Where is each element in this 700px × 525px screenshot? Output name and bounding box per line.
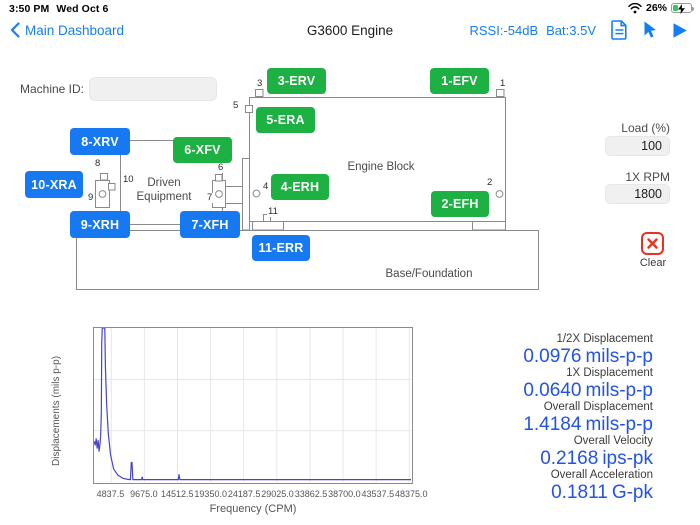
point-marker-2: 2: [486, 177, 494, 188]
point-button-5-era[interactable]: 5-ERA: [256, 107, 315, 133]
measurement-label: 1X Displacement: [566, 367, 653, 379]
measurement-label: 1/2X Displacement: [556, 333, 653, 345]
point-button-1-efv[interactable]: 1-EFV: [430, 68, 489, 94]
x-tick-label: 14512.5: [161, 489, 194, 499]
point-button-3-erv[interactable]: 3-ERV: [267, 68, 326, 94]
back-button-label: Main Dashboard: [25, 22, 125, 38]
clear-button-label: Clear: [639, 257, 667, 269]
charging-bolt-icon: [678, 3, 685, 14]
spectrum-plot: [93, 327, 411, 482]
x-tick-label: 4837.5: [96, 489, 125, 499]
point-button-7-xfh[interactable]: 7-XFH: [180, 211, 240, 238]
sensor-battery-value: Bat:3.5V: [546, 22, 596, 38]
x-tick-label: 29025.0: [261, 489, 294, 499]
x-icon: [647, 238, 658, 249]
status-date: Wed Oct 6: [56, 3, 109, 15]
status-bar: 3:50 PM Wed Oct 6 26%: [0, 0, 700, 16]
measurement-label: Overall Acceleration: [550, 469, 653, 481]
point-marker-1: 1: [499, 78, 507, 89]
driven-equipment-label: Driven Equipment: [136, 177, 192, 203]
x-tick-label: 43537.5: [361, 489, 395, 499]
load-field[interactable]: 100: [605, 136, 670, 156]
measurement-label: Overall Displacement: [543, 401, 653, 413]
point-button-2-efh[interactable]: 2-EFH: [431, 191, 489, 217]
point-button-8-xrv[interactable]: 8-XRV: [70, 128, 130, 155]
page-title: G3600 Engine: [306, 23, 394, 38]
nav-bar: Main Dashboard G3600 Engine RSSI:-54dB Ba…: [0, 16, 700, 48]
point-button-9-xrh[interactable]: 9-XRH: [70, 211, 130, 238]
x-tick-label: 24187.5: [227, 489, 261, 499]
machine-id-label: Machine ID:: [19, 82, 84, 96]
point-button-4-erh[interactable]: 4-ERH: [271, 174, 329, 200]
point-button-11-err[interactable]: 11-ERR: [252, 235, 310, 261]
spectrum-chart: [93, 327, 413, 484]
point-marker-9: 9: [87, 192, 95, 203]
chart-y-axis-label: Displacements (mils p-p): [51, 355, 62, 466]
chevron-left-icon: [10, 22, 20, 38]
rssi-value: RSSI:-54dB: [469, 22, 539, 38]
status-time: 3:50 PM: [9, 3, 50, 15]
point-marker-10: 10: [122, 174, 135, 185]
x-tick-label: 48375.0: [394, 489, 428, 499]
engine-block-label: Engine Block: [347, 161, 415, 173]
x-tick-label: 33862.5: [294, 489, 328, 499]
status-time-date: 3:50 PM Wed Oct 6: [9, 3, 115, 15]
battery-icon: [671, 2, 694, 14]
x-tick-label: 38700.0: [328, 489, 361, 499]
cursor-select-button[interactable]: [643, 21, 657, 39]
rpm-label: 1X RPM: [625, 170, 670, 184]
point-marker-7: 7: [206, 192, 214, 203]
connection-status: RSSI:-54dB Bat:3.5V: [469, 23, 596, 38]
point-marker-6: 6: [217, 162, 225, 173]
x-tick-label: 19350.0: [194, 489, 227, 499]
back-button[interactable]: Main Dashboard: [10, 22, 124, 38]
point-button-10-xra[interactable]: 10-XRA: [25, 171, 83, 198]
clear-button[interactable]: [641, 232, 664, 255]
machine-id-input[interactable]: [89, 77, 217, 101]
point-marker-5: 5: [232, 100, 240, 111]
chart-x-axis-label: Frequency (CPM): [209, 503, 297, 515]
load-label: Load (%): [621, 121, 670, 135]
base-foundation-label: Base/Foundation: [385, 268, 473, 280]
measurement-label: Overall Velocity: [573, 435, 653, 447]
rpm-field[interactable]: 1800: [605, 184, 670, 204]
point-marker-4: 4: [262, 181, 270, 192]
report-document-button[interactable]: [611, 20, 628, 40]
x-tick-label: 9675.0: [130, 489, 158, 499]
point-marker-8: 8: [94, 158, 102, 169]
point-button-6-xfv[interactable]: 6-XFV: [173, 137, 232, 163]
point-marker-3: 3: [256, 78, 264, 89]
point-marker-11: 11: [267, 206, 279, 217]
battery-percent: 26%: [645, 2, 667, 14]
play-button[interactable]: [672, 22, 688, 39]
wifi-icon: [628, 2, 642, 14]
